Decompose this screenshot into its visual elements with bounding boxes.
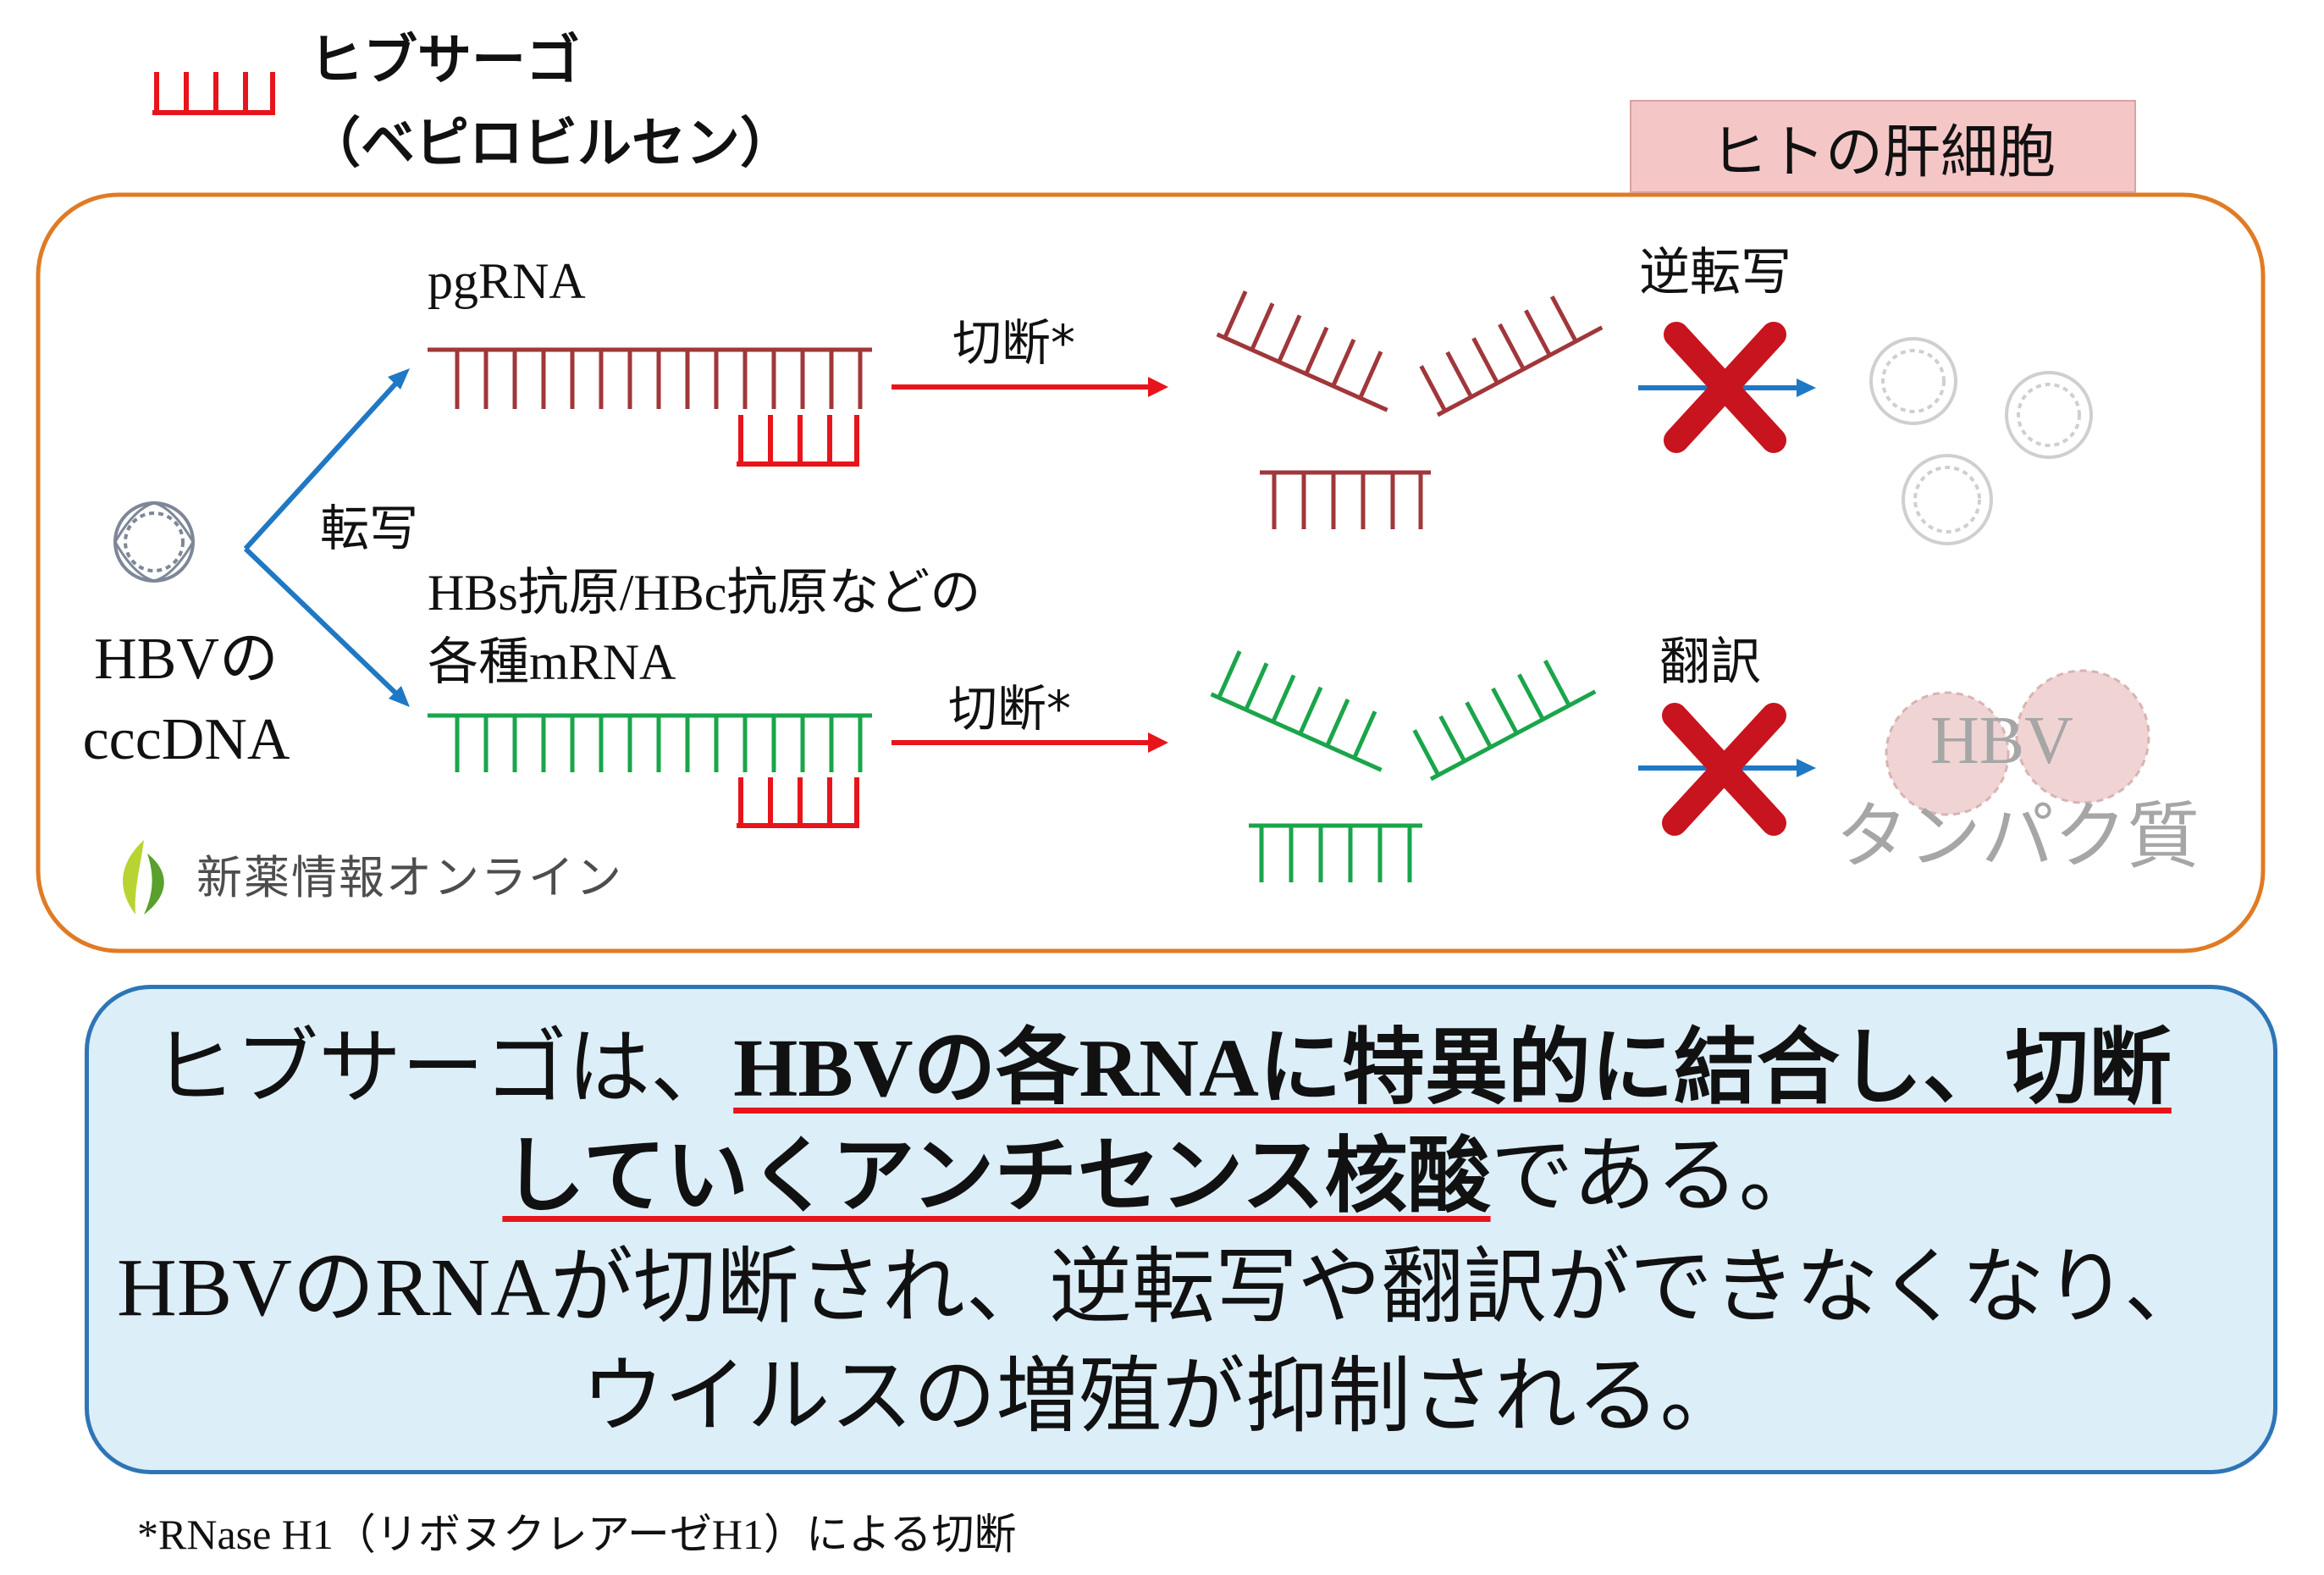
mrna-label-line2: 各種mRNA (428, 634, 676, 690)
cccdna-label-line1: HBVの (94, 627, 279, 692)
cccdna-label: HBVの cccDNA (59, 620, 313, 780)
translation-label: 翻訳 (1659, 633, 1761, 692)
summary-line-2: していくアンチセンス核酸である。 (0, 1135, 2324, 1218)
mrna-strand (428, 713, 872, 772)
summary-line-1: ヒブサーゴは、HBVの各RNAに特異的に結合し、切断 (0, 1026, 2324, 1110)
mrna-fragment-2 (1412, 659, 1597, 782)
summary-line-2-plain: である。 (1490, 1128, 1822, 1224)
legend-drug-generic-name: （ベピロビルセン） (306, 113, 794, 175)
leaf-logo-icon (123, 840, 164, 915)
reverse-transcription-label: 逆転写 (1639, 243, 1791, 302)
summary-line-2-emphasis: していくアンチセンス核酸 (502, 1128, 1491, 1224)
pgrna-fragment-3 (1260, 470, 1431, 529)
footnote: *RNase H1（リボヌクレアーゼH1）による切断 (137, 1511, 1017, 1558)
cleavage-arrow-bottom (892, 732, 1168, 753)
drug-bound-mrna (737, 777, 859, 828)
hbv-protein-label-line2: タンパク質 (1835, 794, 2200, 879)
pgrna-fragment-1 (1216, 290, 1388, 412)
pgrna-label: pgRNA (428, 253, 586, 309)
faded-virus-dna-icons (1869, 337, 2093, 545)
mrna-label-line1: HBs抗原/HBc抗原などの (428, 565, 981, 621)
mrna-fragment-3 (1249, 823, 1422, 882)
summary-line-1-emphasis: HBVの各RNAに特異的に結合し、切断 (733, 1023, 2172, 1114)
transcription-arrows (243, 368, 410, 707)
drug-bound-pgrna (737, 415, 859, 467)
hepatocyte-label-text: ヒトの肝細胞 (1709, 119, 2056, 186)
cleavage-arrow-top (892, 377, 1168, 397)
blocked-translation (1638, 703, 1816, 836)
hepatocyte-outline (36, 192, 2266, 953)
cccdna-label-line2: cccDNA (82, 706, 290, 772)
summary-box (85, 985, 2277, 1474)
hepatocyte-label: ヒトの肝細胞 (1630, 100, 2136, 193)
faded-protein-blobs (1885, 669, 2150, 816)
summary-line-3: HBVのRNAが切断され、逆転写や翻訳ができなくなり、 (117, 1242, 2207, 1334)
pgrna-strand (428, 347, 872, 409)
pgrna-fragment-2 (1419, 295, 1604, 417)
legend-comb-icon (152, 72, 275, 115)
summary-line-4: ウイルスの増殖が抑制される。 (581, 1348, 1743, 1445)
cccdna-icon (113, 501, 195, 583)
legend-drug-name: ヒブサーゴ (309, 30, 580, 92)
hbv-protein-label-line1: HBV (1930, 704, 2073, 778)
mrna-fragment-1 (1210, 650, 1383, 772)
cleavage-label-bottom: 切断* (948, 680, 1072, 738)
summary-line-1-plain: ヒブサーゴは、 (152, 1020, 734, 1116)
watermark-text: 新薬情報オンライン (196, 851, 623, 904)
transcription-label: 転写 (320, 500, 419, 557)
cleavage-label-top: 切断* (952, 314, 1076, 372)
blocked-reverse-transcription (1638, 322, 1816, 453)
